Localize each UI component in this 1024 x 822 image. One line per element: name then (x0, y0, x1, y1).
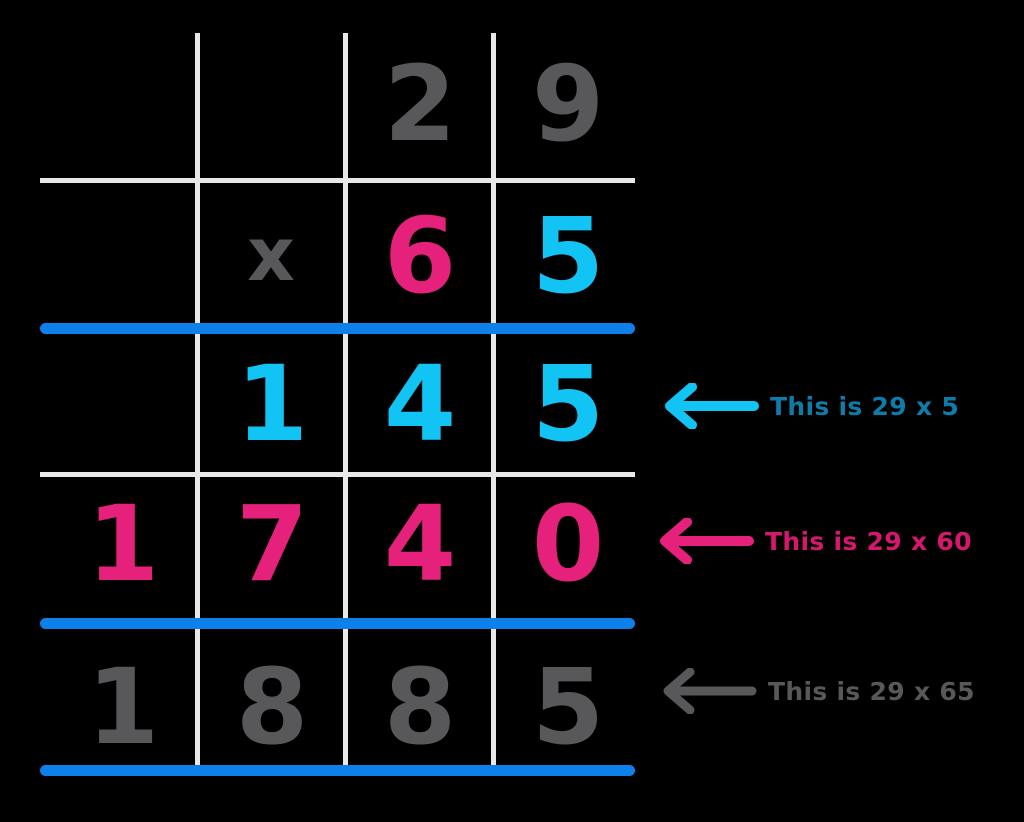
annotation-total-label: This is 29 x 65 (768, 676, 975, 706)
cell-r4c1: 8 (235, 646, 308, 768)
cell-r2c3: 5 (531, 343, 604, 465)
cell-r4c0: 1 (86, 646, 159, 768)
long-multiplication-grid: 2 9 x 6 5 1 4 5 1 7 4 0 1 8 8 5 (40, 33, 635, 776)
grid-vline-2 (343, 33, 348, 765)
multiplication-operator: x (247, 212, 295, 298)
grid-vline-3 (491, 33, 496, 765)
annotation-tens-label: This is 29 x 60 (765, 526, 972, 556)
cell-r3c3: 0 (531, 483, 604, 605)
rule-line-above-total (40, 618, 635, 629)
cell-r4c3: 5 (531, 646, 604, 768)
left-arrow-icon (665, 383, 759, 429)
cell-r2c2: 4 (383, 343, 456, 465)
left-arrow-icon (660, 518, 754, 564)
grid-hline-under-multiplicand (40, 178, 635, 183)
cell-r3c1: 7 (235, 483, 308, 605)
annotation-units: This is 29 x 5 (650, 383, 959, 429)
cell-r2c1: 1 (235, 343, 308, 465)
cell-r4c2: 8 (383, 646, 456, 768)
cell-r0c3: 9 (531, 43, 604, 165)
left-arrow-icon (663, 668, 757, 714)
cell-r0c2: 2 (383, 43, 456, 165)
cell-r1c2: 6 (383, 195, 456, 317)
cell-r1c3: 5 (531, 195, 604, 317)
rule-line-below-total (40, 765, 635, 776)
grid-vline-1 (195, 33, 200, 765)
annotation-total: This is 29 x 65 (648, 668, 975, 714)
cell-r3c0: 1 (86, 483, 159, 605)
annotation-units-label: This is 29 x 5 (770, 391, 960, 421)
cell-r3c2: 4 (383, 483, 456, 605)
grid-hline-between-partials (40, 472, 635, 477)
rule-line-under-multiplier (40, 323, 635, 334)
annotation-tens: This is 29 x 60 (645, 518, 972, 564)
